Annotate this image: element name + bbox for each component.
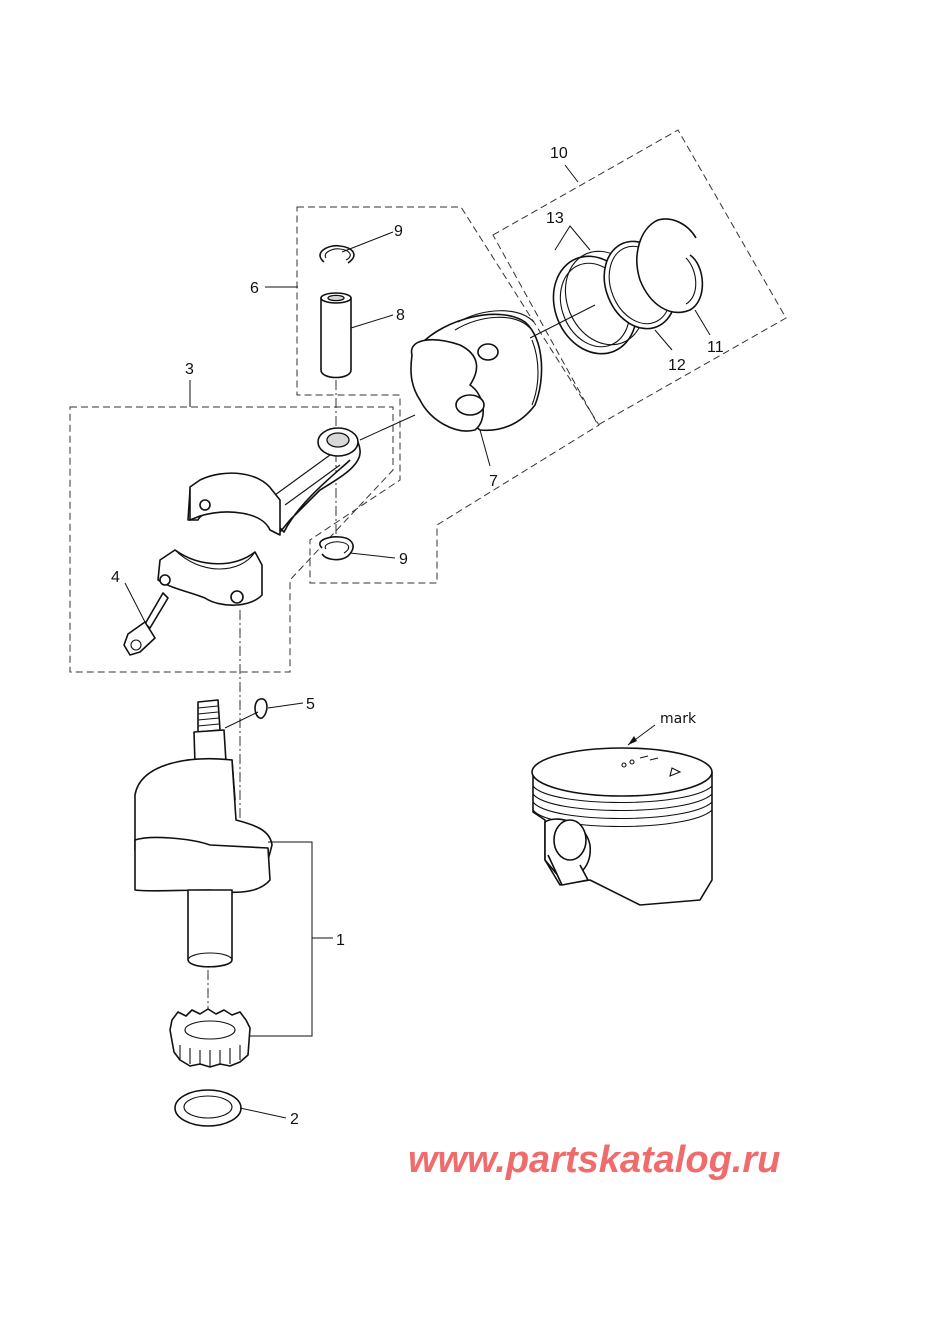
label-part-9-upper: 9 — [394, 223, 403, 240]
label-part-5: 5 — [306, 696, 315, 713]
piston-pin — [320, 292, 352, 379]
label-part-2: 2 — [290, 1111, 299, 1128]
label-part-4: 4 — [111, 569, 120, 586]
label-part-10: 10 — [550, 145, 568, 162]
mark-arrow-head — [628, 736, 637, 745]
label-part-13: 13 — [546, 210, 564, 227]
group-box-10 — [492, 129, 787, 426]
circlip-lower — [319, 536, 354, 561]
label-part-8: 8 — [396, 307, 405, 324]
crank-sprocket — [169, 1008, 251, 1068]
label-part-6: 6 — [250, 280, 259, 297]
piston — [410, 310, 543, 432]
rod-bolt — [123, 592, 169, 656]
circlip-upper — [319, 244, 355, 264]
label-part-9-lower: 9 — [399, 551, 408, 568]
oil-ring — [636, 218, 704, 314]
label-part-11: 11 — [707, 339, 724, 356]
crankshaft — [134, 699, 273, 968]
group-box-3 — [69, 406, 394, 673]
label-part-3: 3 — [185, 361, 194, 378]
piston-detail-view: mark — [531, 711, 713, 906]
rod-cap — [157, 549, 263, 606]
leader-lines — [124, 164, 711, 1119]
label-part-12: 12 — [668, 357, 686, 374]
label-part-7: 7 — [489, 473, 498, 490]
label-part-1: 1 — [336, 932, 345, 949]
group-box-6 — [296, 206, 600, 584]
mark-label: mark — [660, 711, 697, 727]
thrust-washer — [174, 1089, 242, 1127]
woodruff-key — [254, 698, 268, 719]
watermark-text: www.partskatalog.ru — [408, 1139, 780, 1181]
connecting-rod — [187, 427, 361, 536]
